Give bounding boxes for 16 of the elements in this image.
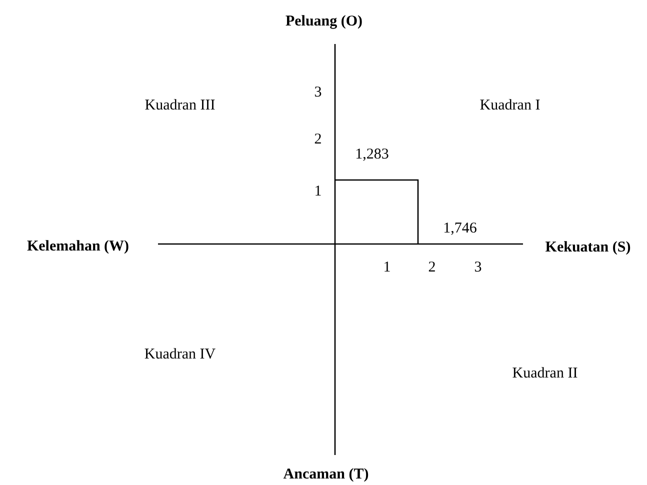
tick-label: 3 xyxy=(314,84,322,102)
quadrant-label: Kuadran II xyxy=(512,366,578,382)
tick-label: 2 xyxy=(428,260,436,276)
value-label: 1,283 xyxy=(355,146,389,164)
value-label: 1,746 xyxy=(443,220,477,238)
tick-label: 2 xyxy=(314,132,322,148)
axis-label: Kelemahan (W) xyxy=(26,238,130,256)
tick-label: 1 xyxy=(383,260,391,276)
quadrant-label: Kuadran I xyxy=(480,98,540,114)
quadrant-label: Kuadran IV xyxy=(144,346,216,364)
tick-label: 1 xyxy=(314,184,322,200)
axis-label: Peluang (O) xyxy=(285,14,363,30)
tick-label: 3 xyxy=(474,260,482,276)
axis-label: Kekuatan (S) xyxy=(545,240,631,256)
quadrant-label: Kuadran III xyxy=(144,98,216,114)
axis-label: Ancaman (T) xyxy=(283,466,369,484)
